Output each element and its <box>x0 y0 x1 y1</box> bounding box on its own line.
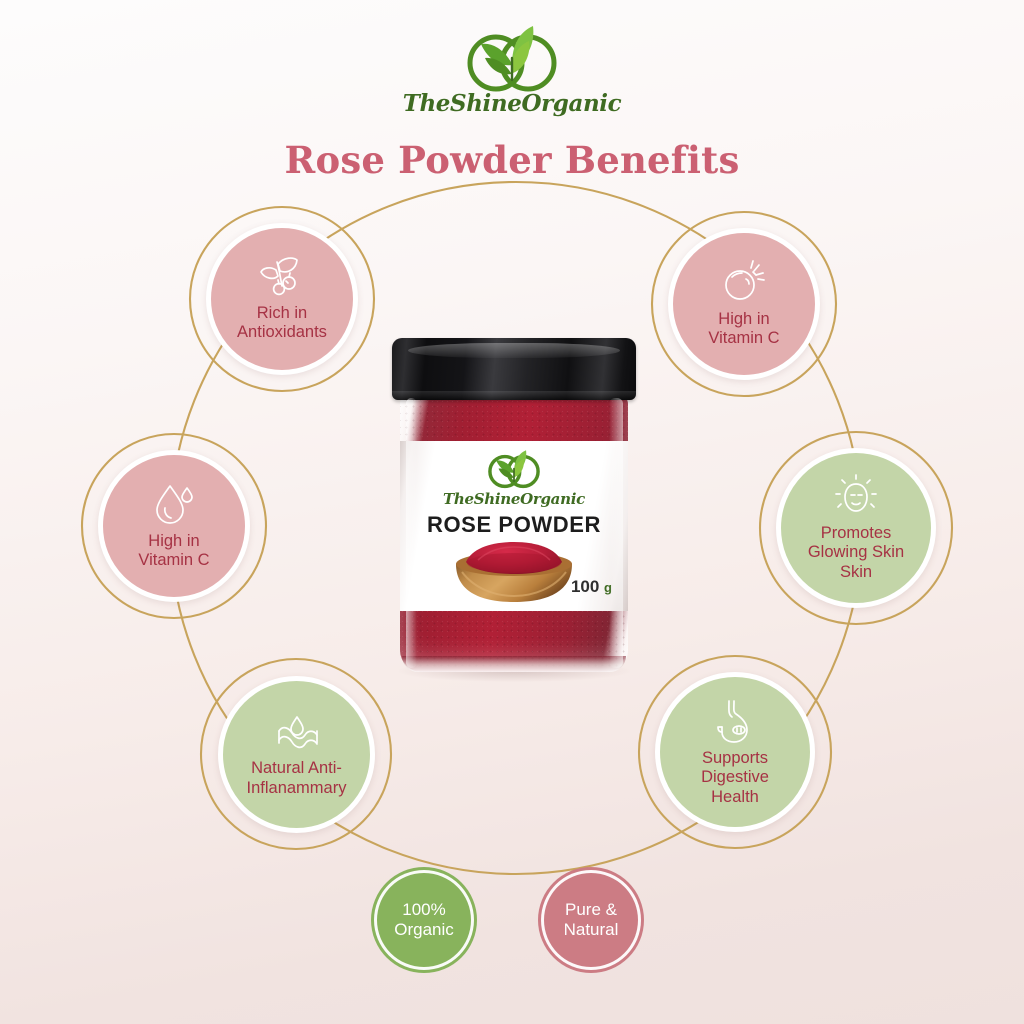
weight-unit: g <box>604 580 612 595</box>
product-label: TheShineOrganic ROSE POWDER <box>400 441 628 611</box>
soothing-waves-droplet-icon <box>271 711 323 755</box>
benefit-rich-in-antioxidants[interactable]: Rich in Antioxidants <box>206 223 358 375</box>
glowing-face-icon <box>830 473 882 520</box>
lid-ridge <box>392 391 636 400</box>
benefit-promotes-glowing-skin[interactable]: Promotes Glowing Skin Skin <box>776 448 936 608</box>
weight-value: 100 <box>570 577 600 596</box>
citrus-fruit-sparkle-icon <box>720 259 768 306</box>
label-leaf-rings-logo-icon <box>471 444 557 492</box>
berries-with-leaves-icon <box>257 256 307 300</box>
product-weight: 100 g <box>571 577 612 597</box>
benefit-high-in-vitamin-c-left[interactable]: High in Vitamin C <box>98 450 250 602</box>
lid-gloss-highlight <box>408 343 620 358</box>
seal-100-percent-organic[interactable]: 100% Organic <box>371 867 477 973</box>
page-title: Rose Powder Benefits <box>284 138 740 182</box>
benefit-label: Promotes Glowing Skin Skin <box>807 523 905 581</box>
benefit-label: High in Vitamin C <box>708 309 780 347</box>
label-brand-name: TheShineOrganic <box>443 490 585 508</box>
benefit-natural-anti-inflammatory[interactable]: Natural Anti- Inflanammary <box>218 676 375 833</box>
benefit-supports-digestive-health[interactable]: Supports Digestive Health <box>655 672 815 832</box>
jar-base-rim <box>402 656 626 672</box>
water-droplet-icon <box>153 482 195 528</box>
leaf-rings-logo-icon <box>467 26 557 92</box>
benefit-label: Natural Anti- Inflanammary <box>246 759 347 797</box>
benefit-label: Supports Digestive Health <box>701 748 769 806</box>
benefit-label: Rich in Antioxidants <box>237 303 327 341</box>
wooden-bowl-image <box>448 542 580 604</box>
label-product-name: ROSE POWDER <box>426 512 602 537</box>
product-jar[interactable]: TheShineOrganic ROSE POWDER <box>392 338 636 682</box>
brand-logo: TheShineOrganic <box>0 18 1024 117</box>
stomach-icon <box>711 697 759 745</box>
benefit-high-in-vitamin-c-top[interactable]: High in Vitamin C <box>668 228 820 380</box>
seal-pure-and-natural[interactable]: Pure & Natural <box>538 867 644 973</box>
jar-lid[interactable] <box>392 338 636 400</box>
brand-wordmark: TheShineOrganic <box>402 90 622 117</box>
benefit-label: High in Vitamin C <box>138 531 210 569</box>
